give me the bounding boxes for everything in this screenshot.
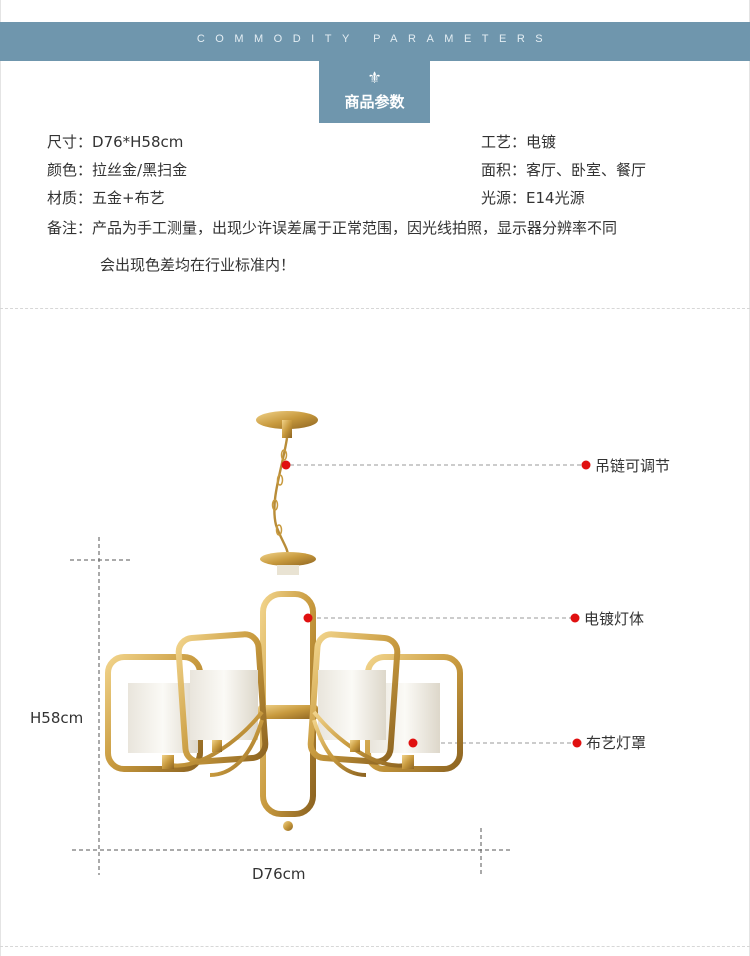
param-color: 颜色：拉丝金/黑扫金 bbox=[47, 160, 187, 180]
param-value: 拉丝金/黑扫金 bbox=[92, 161, 188, 179]
callout-body: 电镀灯体 bbox=[584, 610, 645, 628]
param-material: 材质：五金+布艺 bbox=[47, 188, 165, 208]
left-border bbox=[0, 0, 1, 956]
param-label: 材质： bbox=[47, 189, 93, 207]
param-light-source: 光源：E14光源 bbox=[481, 188, 585, 208]
param-value: 五金+布艺 bbox=[92, 189, 165, 207]
param-label: 光源： bbox=[481, 189, 527, 207]
param-value: E14光源 bbox=[526, 189, 585, 207]
tab-title: 商品参数 bbox=[344, 93, 405, 111]
param-label: 工艺： bbox=[481, 133, 527, 151]
param-size: 尺寸：D76*H58cm bbox=[47, 132, 183, 152]
width-dimension: D76cm bbox=[252, 865, 306, 883]
param-area: 面积：客厅、卧室、餐厅 bbox=[481, 160, 646, 180]
section-divider bbox=[0, 308, 750, 309]
param-value: D76*H58cm bbox=[92, 133, 184, 151]
param-craft: 工艺：电镀 bbox=[481, 132, 556, 152]
section-tab: ⚜ 商品参数 bbox=[319, 61, 430, 123]
height-dimension: H58cm bbox=[30, 709, 84, 727]
param-label: 面积： bbox=[481, 161, 527, 179]
callout-chain: 吊链可调节 bbox=[595, 457, 671, 475]
param-value: 产品为手工测量，出现少许误差属于正常范围，因光线拍照，显示器分辨率不同 bbox=[92, 219, 618, 237]
section-banner: COMMODITY PARAMETERS bbox=[0, 22, 750, 61]
param-value: 电镀 bbox=[526, 133, 557, 151]
param-label: 备注： bbox=[47, 219, 93, 237]
param-value: 客厅、卧室、餐厅 bbox=[526, 161, 647, 179]
param-label: 尺寸： bbox=[47, 133, 93, 151]
callout-shade: 布艺灯罩 bbox=[586, 734, 647, 752]
param-note: 备注：产品为手工测量，出现少许误差属于正常范围，因光线拍照，显示器分辨率不同 bbox=[47, 218, 617, 238]
fleur-de-lis-icon: ⚜ bbox=[367, 68, 382, 87]
chandelier-image bbox=[70, 411, 591, 875]
bottom-divider bbox=[0, 946, 750, 947]
banner-title: COMMODITY PARAMETERS bbox=[196, 33, 554, 45]
param-note-line2: 会出现色差均在行业标准内！ bbox=[100, 256, 296, 274]
param-label: 颜色： bbox=[47, 161, 93, 179]
